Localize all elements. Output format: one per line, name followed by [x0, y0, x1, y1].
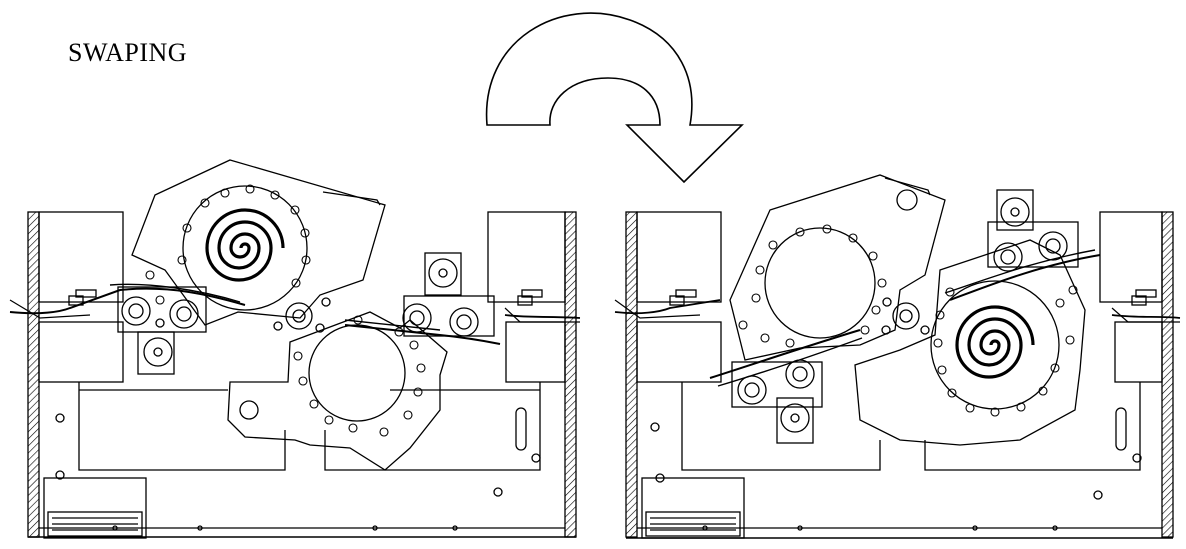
page-title: SWAPING [68, 38, 188, 67]
full-roll-spiral [955, 305, 1035, 379]
machine-panel-after [614, 174, 1181, 539]
curved-arrow-icon [485, 12, 744, 184]
machine-panel-before [9, 159, 581, 539]
full-roll-spiral [205, 208, 285, 282]
